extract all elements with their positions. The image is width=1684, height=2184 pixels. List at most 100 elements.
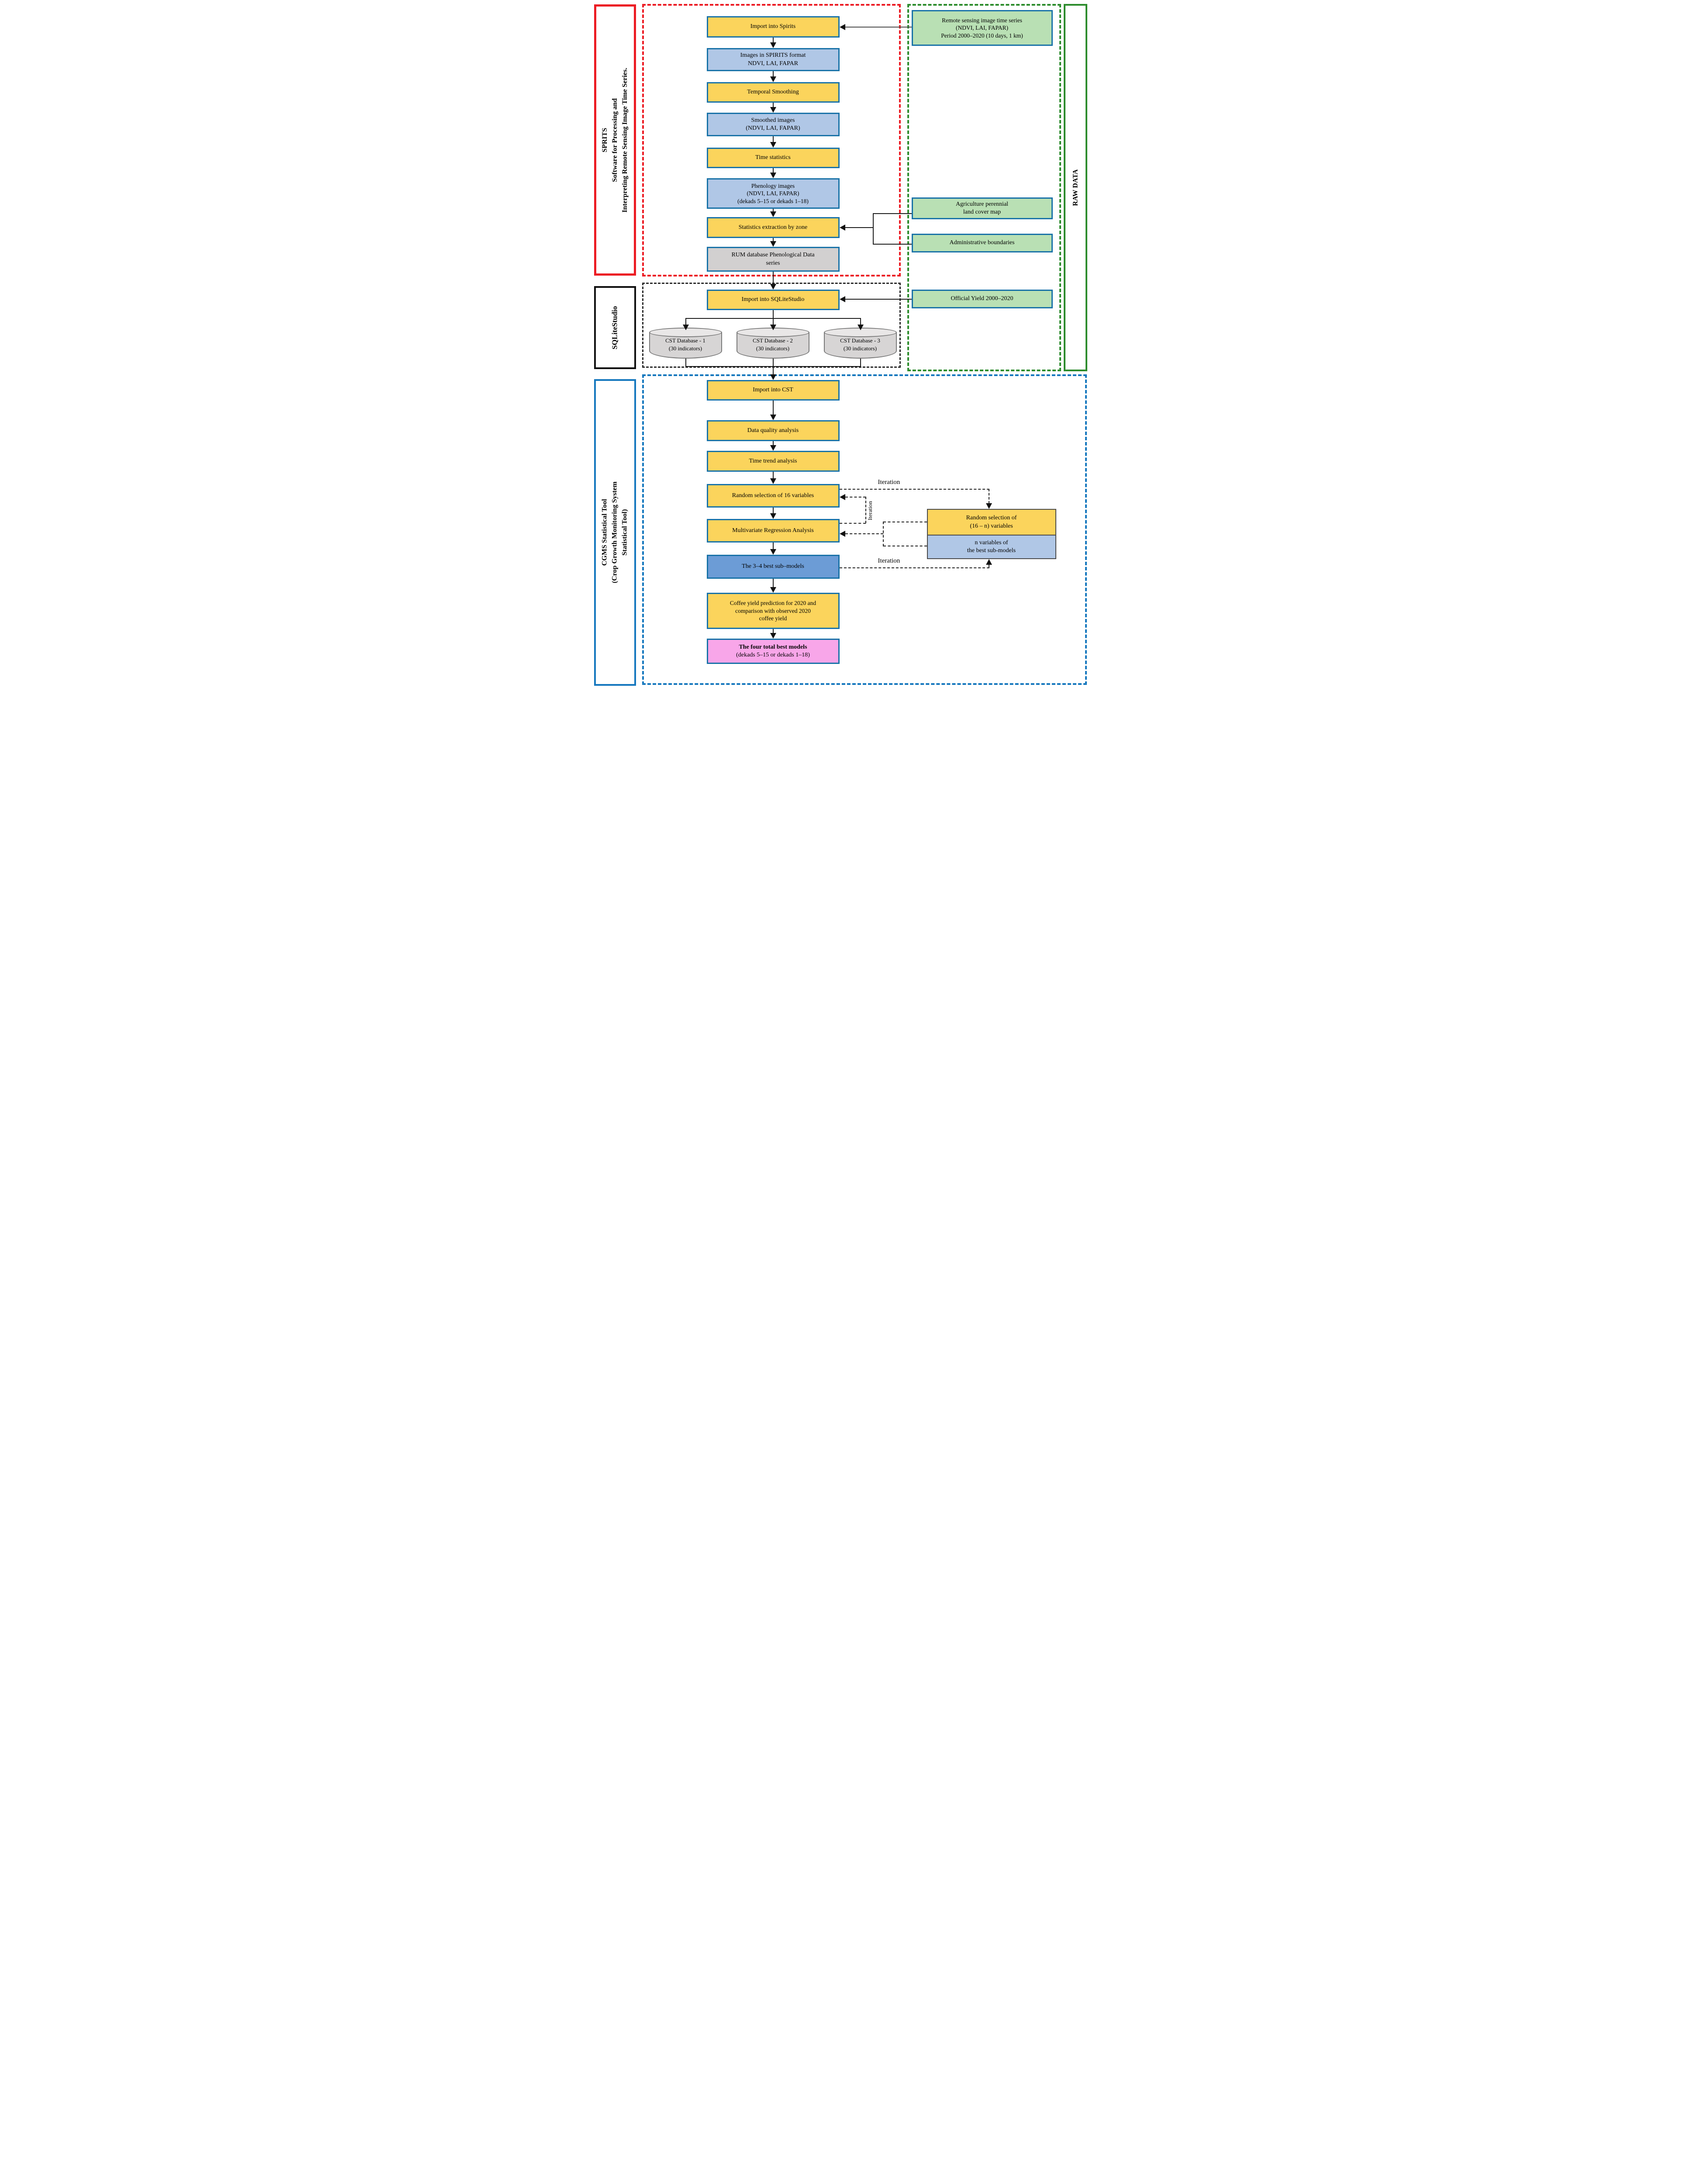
connector-line (772, 103, 774, 107)
connector-line (845, 299, 912, 300)
spirits-section-label: SPRITS Software for Processing and Inter… (594, 4, 636, 276)
box-remote-sensing-time-series: Remote sensing image time series (NDVI, … (911, 10, 1053, 46)
box-random-selection-16-minus-n: Random selection of (16 – n) variables (927, 510, 1055, 535)
box-line: Import into CST (753, 387, 793, 394)
cgms-section-label: CGMS Statistical Tool (Crop Growth Monit… (594, 379, 636, 686)
connector-line (772, 209, 774, 212)
box-line: Official Yield 2000–2020 (951, 295, 1013, 302)
box-line: Period 2000–2020 (10 days, 1 km) (941, 32, 1023, 39)
box-line: the best sub-models (967, 547, 1016, 554)
connector-line (772, 272, 774, 284)
box-multivariate-regression-analysis: Multivariate Regression Analysis (706, 519, 840, 543)
box-line: The 3–4 best sub–models (742, 563, 804, 570)
iteration-label-top: Iteration (878, 479, 900, 486)
connector-line (772, 238, 774, 242)
connector-line (772, 401, 774, 415)
raw-data-region-border (907, 4, 1061, 371)
sqlitestudio-label-text: SQLiteStudio (610, 306, 619, 349)
connector-line (873, 213, 912, 214)
box-line: Agriculture perennial (955, 200, 1009, 207)
database-cylinder-cst-2: CST Database - 2 (30 indicators) (736, 328, 809, 359)
connector-line (772, 629, 774, 633)
connector-line (685, 359, 686, 366)
box-line: Smoothed images (751, 117, 795, 124)
arrow-left-icon (839, 24, 845, 30)
arrow-down-icon (770, 325, 776, 330)
arrow-down-icon (986, 503, 992, 509)
box-line: (NDVI, LAI, FAPAR) (955, 24, 1008, 31)
iteration-line (882, 522, 884, 546)
database-label: (30 indicators) (756, 345, 790, 352)
box-line: land cover map (963, 209, 1001, 215)
box-line: The four total best models (739, 643, 807, 650)
arrow-down-icon (770, 374, 776, 380)
cgms-label-line: CGMS Statistical Tool (601, 499, 609, 566)
connector-line (772, 168, 774, 173)
connector-line (845, 27, 912, 28)
arrow-down-icon (770, 173, 776, 178)
box-line: (dekads 5–15 or dekads 1–18) (737, 197, 809, 204)
iteration-label-loop: Iteration (867, 497, 875, 524)
box-rum-database: RUM database Phenological Data series (706, 247, 840, 272)
database-label: CST Database - 2 (753, 337, 793, 344)
box-line: Statistics extraction by zone (738, 224, 808, 231)
iteration-line (839, 523, 866, 524)
iteration-line (865, 497, 866, 523)
connector-line (873, 244, 912, 245)
box-line: Temporal Smoothing (747, 89, 799, 96)
arrow-down-icon (770, 549, 776, 555)
connector-line (860, 359, 861, 366)
arrow-down-icon (770, 587, 776, 593)
sqlite-region-border (642, 283, 901, 368)
box-line: Data quality analysis (747, 427, 799, 434)
box-line: series (766, 259, 780, 266)
box-phenology-images: Phenology images (NDVI, LAI, FAPAR) (dek… (706, 178, 840, 209)
flowchart-canvas: SPRITS Software for Processing and Inter… (589, 0, 1095, 690)
connector-line (872, 213, 874, 245)
box-line: Random selection of 16 variables (732, 492, 814, 499)
box-coffee-yield-prediction: Coffee yield prediction for 2020 and com… (706, 593, 840, 629)
iteration-line (845, 497, 866, 498)
database-label: (30 indicators) (668, 345, 702, 352)
connector-line (772, 543, 774, 549)
raw-data-section-label: RAW DATA (1063, 4, 1087, 371)
arrow-down-icon (857, 325, 864, 330)
connector-line (772, 136, 774, 142)
box-time-statistics: Time statistics (706, 148, 840, 168)
box-line: Administrative boundaries (949, 239, 1015, 246)
iteration-line (839, 567, 989, 568)
box-line: RUM database Phenological Data (731, 252, 815, 259)
spirits-label-line: SPRITS (601, 128, 609, 152)
arrow-down-icon (770, 633, 776, 639)
arrow-down-icon (770, 142, 776, 148)
box-import-into-spirits: Import into Spirits (706, 16, 840, 38)
spirits-label-line: Interpreting Remote Sensing Image Time S… (621, 67, 629, 213)
box-line: n variables of (975, 539, 1008, 546)
box-line: Import into SQLiteStudio (741, 296, 805, 303)
sqlitestudio-section-label: SQLiteStudio (594, 286, 636, 369)
connector-line (772, 366, 774, 375)
arrow-left-icon (839, 296, 845, 302)
iteration-line (845, 533, 883, 534)
iteration-label-bottom: Iteration (878, 557, 900, 564)
arrow-down-icon (682, 325, 689, 330)
spirits-label-line: Software for Processing and (611, 98, 619, 182)
box-line: Images in SPIRITS format (740, 52, 806, 59)
connector-line (772, 318, 774, 325)
box-line: Multivariate Regression Analysis (732, 527, 814, 534)
iteration-label-loop-text: Iteration (867, 501, 874, 521)
arrow-down-icon (770, 241, 776, 247)
database-label: CST Database - 3 (840, 337, 880, 344)
connector-line (772, 508, 774, 514)
box-line: comparison with observed 2020 (735, 607, 811, 614)
box-random-selection-16-variables: Random selection of 16 variables (706, 484, 840, 508)
connector-line (772, 310, 774, 318)
arrow-up-icon (986, 559, 992, 565)
box-agriculture-perennial-land-cover-map: Agriculture perennial land cover map (911, 197, 1053, 219)
connector-line (685, 318, 686, 325)
connector-line (860, 318, 861, 325)
raw-data-label-text: RAW DATA (1071, 169, 1079, 206)
box-n-variables-best-submodels: n variables of the best sub-models (927, 535, 1055, 558)
box-line: (NDVI, LAI, FAPAR) (746, 125, 800, 131)
arrow-left-icon (839, 225, 845, 231)
